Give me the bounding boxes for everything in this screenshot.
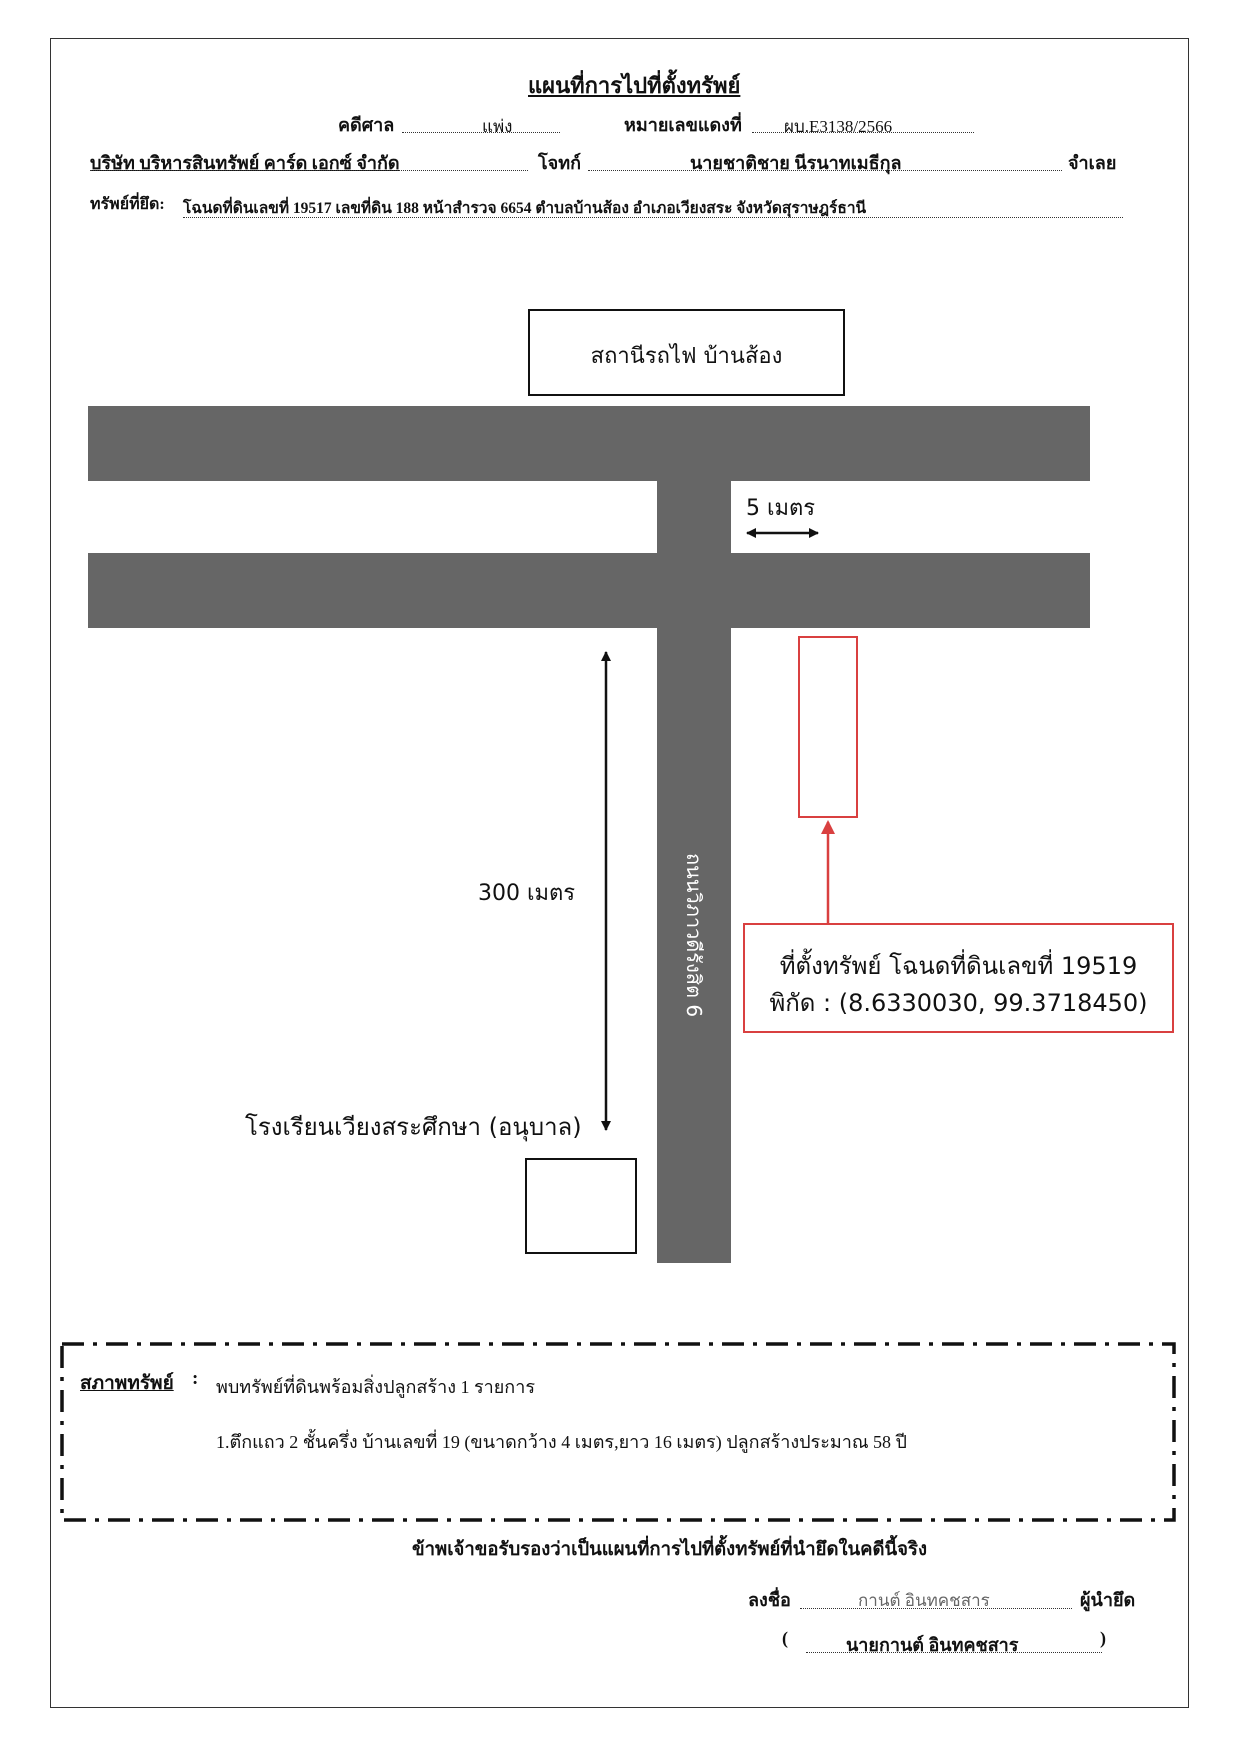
school-box xyxy=(525,1158,637,1254)
location-line1: ที่ตั้งทรัพย์ โฉนดที่ดินเลขที่ 19519 xyxy=(779,952,1138,980)
condition-colon: : xyxy=(192,1368,199,1389)
sign-label: ลงชื่อ xyxy=(748,1590,791,1610)
seized-label: ทรัพย์ที่ยึด: xyxy=(90,196,165,213)
defendant-label: จำเลย xyxy=(1068,153,1117,173)
vibhavadi-road-vertical xyxy=(657,628,731,1263)
open-paren: ( xyxy=(782,1628,788,1648)
location-coordinates: พิกัด : (8.6330030, 99.3718450) xyxy=(769,989,1148,1017)
case-dotline xyxy=(402,132,560,133)
property-plot xyxy=(798,636,858,818)
condition-summary: พบทรัพย์ที่ดินพร้อมสิ่งปลูกสร้าง 1 รายกา… xyxy=(216,1377,535,1397)
close-paren: ) xyxy=(1100,1628,1106,1648)
distance-label: 300 เมตร xyxy=(478,881,576,906)
printed-name-dotline xyxy=(806,1652,1102,1653)
plaintiff-name: บริษัท บริหารสินทรัพย์ คาร์ด เอกซ์ จำกัด xyxy=(90,153,400,173)
case-value: แพ่ง xyxy=(482,117,513,136)
document-title: แผนที่การไปที่ตั้งทรัพย์ xyxy=(528,73,741,98)
case-label: คดีศาล xyxy=(338,115,395,135)
main-road-horizontal xyxy=(88,553,1090,628)
plaintiff-label: โจทก์ xyxy=(538,153,581,173)
location-callout xyxy=(743,923,1174,1033)
station-box xyxy=(528,309,845,396)
connector-road xyxy=(657,481,731,553)
seized-dotline xyxy=(183,217,1123,218)
signature-dotline xyxy=(800,1608,1072,1609)
document-frame xyxy=(50,38,1189,1708)
redno-value: ผบ.E3138/2566 xyxy=(784,117,893,136)
defendant-name: นายชาติชาย นีรนาทเมธีกุล xyxy=(690,153,902,173)
signature-text: กานต์ อินทคชสาร xyxy=(858,1591,990,1610)
railway-road-top xyxy=(88,406,1090,481)
redno-label: หมายเลขแดงที่ xyxy=(624,115,742,135)
redno-dotline xyxy=(752,132,974,133)
plaintiff-dotline xyxy=(90,170,528,171)
seized-value: โฉนดที่ดินเลขที่ 19517 เลขที่ดิน 188 หน้… xyxy=(183,200,867,217)
width-label: 5 เมตร xyxy=(746,496,816,521)
station-label: สถานีรถไฟ บ้านส้อง xyxy=(590,344,783,369)
condition-dashed-border xyxy=(60,1342,1176,1522)
condition-item-1: 1.ตึกแถว 2 ชั้นครึ่ง บ้านเลขที่ 19 (ขนาด… xyxy=(216,1432,907,1452)
school-label: โรงเรียนเวียงสระศึกษา (อนุบาล) xyxy=(245,1113,582,1141)
certification-text: ข้าพเจ้าขอรับรองว่าเป็นแผนที่การไปที่ตั้… xyxy=(412,1540,927,1560)
condition-label: สภาพทรัพย์ xyxy=(80,1373,174,1394)
printed-name: นายกานต์ อินทคชสาร xyxy=(846,1635,1019,1655)
defendant-dotline xyxy=(588,170,1062,171)
signer-role: ผู้นำยึด xyxy=(1080,1590,1136,1610)
